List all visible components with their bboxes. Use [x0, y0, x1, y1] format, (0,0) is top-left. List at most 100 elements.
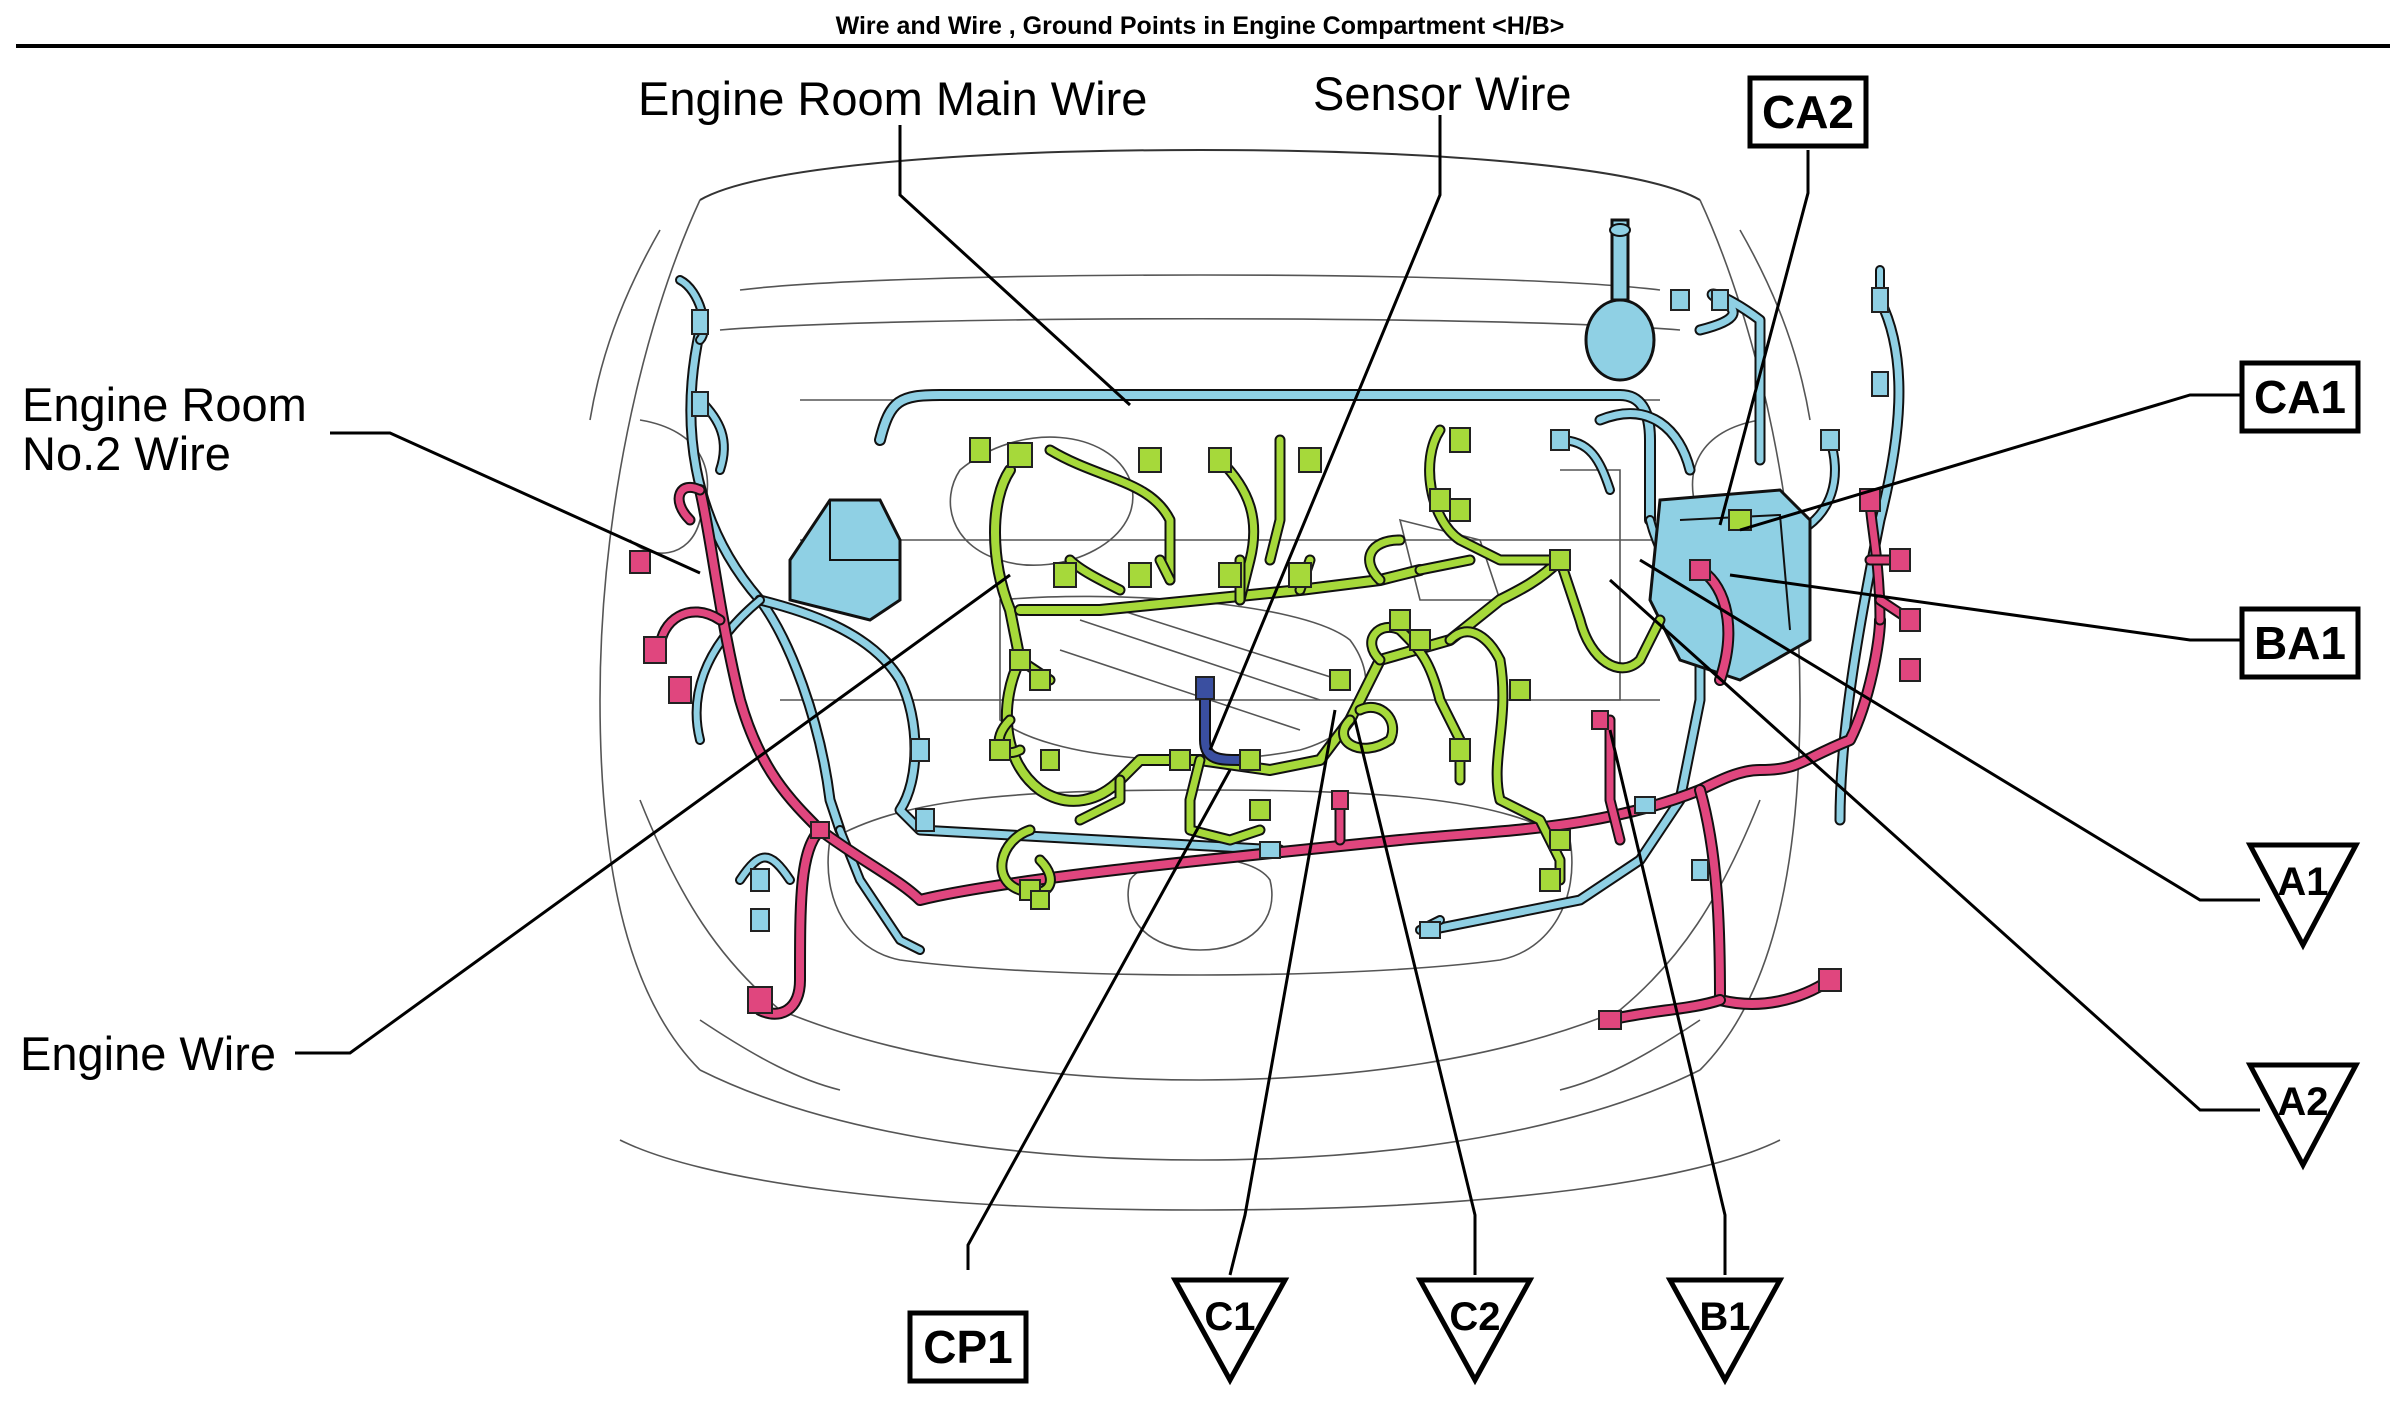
label-engine-room-no2-wire-line2: No.2 Wire: [22, 427, 231, 480]
connector: [1329, 669, 1351, 691]
diagram-title: Wire and Wire , Ground Points in Engine …: [836, 12, 1565, 40]
connector: [1259, 841, 1281, 859]
connector: [1288, 562, 1312, 588]
ground-label-b1: B1: [1699, 1295, 1750, 1339]
vehicle-outline: [589, 148, 1811, 1211]
relay-block: [788, 498, 902, 622]
code-box-cp1: CP1: [907, 1310, 1029, 1384]
connector: [1409, 629, 1431, 651]
connector: [1820, 429, 1840, 451]
connector: [1598, 1010, 1622, 1030]
connector: [1549, 549, 1571, 571]
ground-point-b1: B1: [1665, 1277, 1785, 1386]
code-box-ba1: BA1: [2239, 606, 2361, 680]
connector: [1239, 749, 1261, 771]
connector: [1689, 559, 1711, 581]
connector: [1298, 447, 1322, 473]
connectors: [629, 287, 1921, 1030]
ground-label-a2: A2: [2277, 1080, 2328, 1124]
leader-a2: [1608, 578, 2260, 1112]
leader-lines: [295, 115, 2260, 1276]
connector: [1899, 658, 1921, 682]
leader-cp1: [966, 769, 1232, 1270]
engine-wire: [989, 424, 1666, 899]
label-sensor-wire: Sensor Wire: [1313, 67, 1572, 120]
leader-a1: [1639, 558, 2260, 902]
label-engine-room-no2-wire-line1: Engine Room: [22, 378, 307, 431]
connector: [1009, 649, 1031, 671]
connector: [1449, 738, 1471, 762]
connector: [750, 908, 770, 932]
connector: [1449, 427, 1471, 453]
connector: [1053, 562, 1077, 588]
leader-ca2: [1718, 150, 1810, 526]
connector: [1509, 679, 1531, 701]
connector: [629, 550, 651, 574]
connector: [989, 739, 1011, 761]
leader-c1: [1228, 709, 1337, 1276]
leader-ca1: [1739, 393, 2240, 532]
brake-booster: [1584, 218, 1656, 382]
connector: [1169, 749, 1191, 771]
connector: [691, 309, 709, 335]
connector: [1007, 442, 1033, 468]
connector: [1899, 608, 1921, 632]
connector: [1040, 749, 1060, 771]
ground-label-a1: A1: [2277, 860, 2328, 904]
label-engine-wire: Engine Wire: [20, 1027, 276, 1080]
ground-point-a1: A1: [2245, 842, 2361, 951]
leader-b1: [1608, 729, 1727, 1275]
connector: [1030, 890, 1050, 910]
connector: [1889, 548, 1911, 572]
connector: [750, 868, 770, 892]
connector: [1419, 921, 1441, 939]
code-box-ca2: CA2: [1747, 75, 1869, 149]
connector: [1249, 799, 1271, 821]
connector: [1550, 429, 1570, 451]
connector: [1195, 676, 1215, 700]
connector: [1429, 488, 1451, 512]
connector: [643, 636, 667, 664]
code-cp1: CP1: [923, 1321, 1012, 1373]
connector: [1634, 796, 1656, 814]
connector: [1449, 498, 1471, 522]
leader-ba1: [1729, 573, 2240, 642]
connector: [668, 676, 692, 704]
connector: [1711, 289, 1729, 311]
connector: [1871, 371, 1889, 397]
connector: [1218, 562, 1242, 588]
connector: [1128, 562, 1152, 588]
connector: [1208, 447, 1232, 473]
code-ba1: BA1: [2254, 617, 2346, 669]
code-box-ca1: CA1: [2239, 360, 2361, 434]
connector: [691, 391, 709, 417]
connector: [1691, 859, 1709, 881]
connector: [747, 986, 773, 1014]
connector: [1871, 287, 1889, 313]
connector: [1389, 609, 1411, 631]
connector: [969, 437, 991, 463]
connector: [1549, 829, 1571, 851]
leader-c2: [1353, 719, 1477, 1275]
ground-point-c1: C1: [1170, 1277, 1290, 1386]
ground-label-c2: C2: [1449, 1295, 1500, 1339]
leader-engine-room-main-wire: [898, 125, 1132, 407]
code-ca1: CA1: [2254, 371, 2346, 423]
connector: [1331, 790, 1349, 810]
connector: [1029, 669, 1051, 691]
connector: [1539, 868, 1561, 892]
leader-engine-wire: [295, 573, 1011, 1055]
connector: [910, 738, 930, 762]
label-engine-room-main-wire: Engine Room Main Wire: [638, 72, 1147, 125]
connector: [1591, 710, 1609, 730]
connector: [1818, 968, 1842, 992]
sensor-wire: [1199, 689, 1246, 766]
battery-block: [1648, 488, 1812, 682]
leader-sensor-wire: [1208, 115, 1442, 751]
connector: [915, 808, 935, 832]
connector: [1138, 447, 1162, 473]
ground-point-a2: A2: [2245, 1062, 2361, 1171]
ground-label-c1: C1: [1204, 1295, 1255, 1339]
connector: [1670, 289, 1690, 311]
